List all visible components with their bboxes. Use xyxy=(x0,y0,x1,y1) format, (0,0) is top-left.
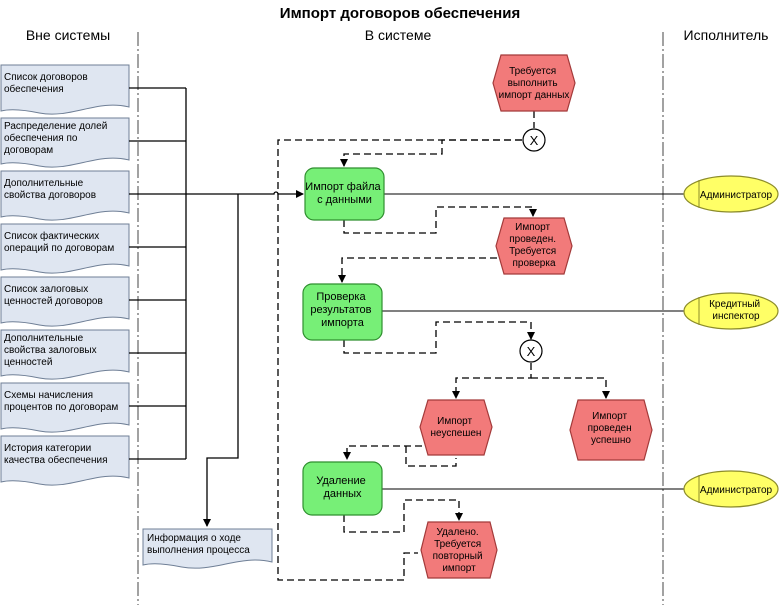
lane-header-executor: Исполнитель xyxy=(684,27,769,43)
event-label: проведен. xyxy=(509,234,556,245)
document-label: обеспечения xyxy=(4,83,64,95)
function-label: данных xyxy=(323,488,362,500)
document-label: Список фактических xyxy=(4,230,99,242)
svg-text:Требуется выполнить: Требуется выполнить импорт данных xyxy=(499,65,570,101)
document-label: качества обеспечения xyxy=(4,454,108,466)
document-label: ценностей xyxy=(4,357,52,368)
event-label: Импорт xyxy=(515,222,550,233)
function-label: Удаление xyxy=(316,475,366,487)
role-administrator[interactable]: Администратор xyxy=(683,175,779,213)
event-label: повторный xyxy=(433,551,483,562)
xor-label: X xyxy=(527,344,536,359)
document-label: свойства договоров xyxy=(4,190,96,201)
document-label: Дополнительные xyxy=(4,333,84,344)
svg-text:Импорт файла с данными: Импорт файла с данными xyxy=(305,181,383,206)
event-label: Удалено. xyxy=(436,527,478,538)
lane-header-inside: В системе xyxy=(365,27,432,43)
svg-text:Импорт проведен. Т: Импорт проведен. Требуется проверка xyxy=(509,222,559,269)
xor-connector[interactable]: X xyxy=(519,339,543,363)
lane-header-outside: Вне системы xyxy=(26,27,110,43)
document-label: ценностей договоров xyxy=(4,296,103,307)
event-label: проверка xyxy=(512,258,555,269)
event-import-success[interactable]: Импорт проведен успешно xyxy=(569,399,653,461)
control-flow-dashed xyxy=(277,111,610,581)
document-label: свойства залоговых xyxy=(4,345,97,356)
function-check-results[interactable]: Проверка результатов импорта xyxy=(302,283,383,341)
role-label: Администратор xyxy=(700,190,773,201)
function-label: импорта xyxy=(321,317,365,329)
function-label: Проверка xyxy=(316,291,366,303)
document-label: Список договоров xyxy=(4,72,88,83)
svg-text:Импорт неуспешен: Импорт неуспешен xyxy=(431,416,482,439)
document-label: Информация о ходе xyxy=(147,532,241,544)
svg-text:Импорт проведен ус: Импорт проведен успешно xyxy=(588,411,635,446)
function-label: с данными xyxy=(317,194,372,206)
event-deleted-need-reimport[interactable]: Удалено. Требуется повторный импорт xyxy=(420,521,498,579)
document-label: Распределение долей xyxy=(4,121,107,132)
document-label: Список залоговых xyxy=(4,284,88,295)
document-label: процентов по договорам xyxy=(4,402,118,413)
document-label: обеспечения по xyxy=(4,132,78,144)
svg-text:Проверка результатов: Проверка результатов импорта xyxy=(310,291,374,329)
event-label: Требуется xyxy=(509,65,556,77)
role-administrator[interactable]: Администратор xyxy=(683,470,779,508)
document-label: выполнения процесса xyxy=(147,545,250,556)
role-credit-inspector[interactable]: Кредитный инспектор xyxy=(683,292,779,330)
function-label: Импорт файла xyxy=(305,181,381,193)
document-label: договорам xyxy=(4,145,53,156)
svg-text:Удалено. Требуется: Удалено. Требуется повторный импорт xyxy=(433,527,486,574)
function-label: результатов xyxy=(310,304,371,316)
event-label: Импорт xyxy=(592,411,627,422)
document-label: Дополнительные xyxy=(4,178,84,189)
event-imported-need-check[interactable]: Импорт проведен. Требуется проверка xyxy=(495,217,573,275)
event-label: Требуется xyxy=(509,245,556,257)
event-label: Импорт xyxy=(437,416,472,427)
svg-text:Кредитный инспектор: Кредитный инспектор xyxy=(709,299,763,322)
event-label: неуспешен xyxy=(431,428,482,439)
document-label: операций по договорам xyxy=(4,243,114,254)
event-need-import[interactable]: Требуется выполнить импорт данных xyxy=(492,54,576,112)
role-assignment-lines xyxy=(382,193,685,490)
event-label: успешно xyxy=(591,435,631,446)
xor-connector[interactable]: X xyxy=(522,128,546,152)
function-delete-data[interactable]: Удаление данных xyxy=(302,461,383,516)
event-label: импорт xyxy=(442,563,476,574)
svg-text:Удаление данных: Удаление данных xyxy=(316,475,369,500)
event-label: выполнить xyxy=(508,78,558,89)
event-label: проведен xyxy=(588,423,632,434)
document-label: Схемы начисления xyxy=(4,390,93,401)
role-label: инспектор xyxy=(712,311,760,322)
event-label: Требуется xyxy=(434,538,481,550)
xor-label: X xyxy=(530,133,539,148)
document-label: История категории xyxy=(4,443,91,454)
document-flow-lines xyxy=(129,87,304,527)
event-label: импорт данных xyxy=(499,90,570,101)
function-import-file[interactable]: Импорт файла с данными xyxy=(304,167,385,221)
role-label: Администратор xyxy=(700,485,773,496)
role-label: Кредитный xyxy=(709,299,760,310)
event-import-failed[interactable]: Импорт неуспешен xyxy=(419,399,493,456)
diagram-title: Импорт договоров обеспечения xyxy=(280,5,520,22)
